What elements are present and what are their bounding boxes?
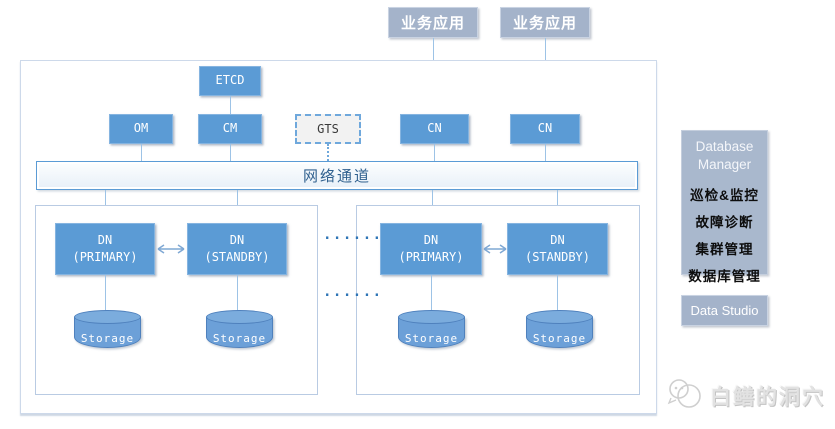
data-studio-box: Data Studio: [681, 295, 768, 326]
cm-box: CM: [198, 114, 262, 144]
storage-label: Storage: [80, 332, 135, 345]
dn-primary-2-line2: (PRIMARY): [398, 250, 464, 264]
connector-dn2p-storage: [431, 275, 432, 311]
gts-box: GTS: [295, 114, 361, 144]
dn-primary-2-line1: DN: [423, 232, 439, 247]
connector-dn1s-storage: [237, 275, 238, 311]
cylinder-top: [398, 310, 465, 324]
separator-dots-bottom: ......: [323, 284, 383, 300]
connector-etcd-cm: [230, 96, 231, 114]
bidirectional-arrow-icon-1: [157, 244, 185, 254]
dn-primary-1-line2: (PRIMARY): [72, 250, 138, 264]
cylinder-top: [74, 310, 141, 324]
connector-dn1p-storage: [105, 275, 106, 311]
connector-cn2-bar: [545, 144, 546, 161]
cylinder-top: [526, 310, 593, 324]
db-manager-title: Database Manager: [695, 139, 754, 172]
connector-gts-bar: [327, 144, 329, 161]
cn-box-2: CN: [510, 114, 580, 144]
dbm-item-database-management: 数据库管理: [688, 269, 761, 285]
dbm-item-cluster-management: 集群管理: [695, 242, 754, 258]
storage-cylinder-1a: Storage: [74, 310, 141, 348]
dn-standby-2-line1: DN: [550, 232, 565, 247]
storage-cylinder-2a: Storage: [398, 310, 465, 348]
storage-label: Storage: [404, 332, 459, 345]
watermark-logo-icon: [667, 379, 701, 408]
cn-box-1: CN: [400, 114, 469, 144]
storage-cylinder-2b: Storage: [526, 310, 593, 348]
db-manager-items: 巡检&监控 故障诊断 集群管理 数据库管理: [682, 184, 767, 285]
db-manager-panel: Database Manager 巡检&监控 故障诊断 集群管理 数据库管理: [681, 130, 768, 284]
etcd-box: ETCD: [199, 66, 261, 96]
dn-primary-box-1: DN (PRIMARY): [55, 223, 155, 275]
network-channel-bar: 网络通道: [36, 161, 638, 190]
om-box: OM: [109, 114, 173, 144]
dn-standby-1-line2: (STANDBY): [204, 250, 270, 264]
storage-cylinder-1b: Storage: [206, 310, 273, 348]
bidirectional-arrow-icon-2: [483, 244, 507, 254]
dn-standby-1-line1: DN: [229, 232, 245, 247]
business-app-box-2: 业务应用: [500, 7, 590, 38]
storage-label: Storage: [532, 332, 587, 345]
dn-primary-1-line1: DN: [97, 232, 113, 247]
dbm-item-fault-diagnosis: 故障诊断: [695, 215, 754, 231]
connector-om-bar: [141, 144, 142, 161]
watermark-text: 白鳝的洞穴: [710, 386, 825, 409]
connector-dn2s-storage: [557, 275, 558, 311]
dbm-item-inspection-monitoring: 巡检&监控: [690, 188, 759, 204]
dn-primary-box-2: DN (PRIMARY): [380, 223, 482, 275]
separator-dots-top: ......: [323, 227, 383, 243]
dn-standby-box-1: DN (STANDBY): [187, 223, 287, 275]
connector-cn1-bar: [434, 144, 435, 161]
connector-cm-bar: [230, 144, 231, 161]
business-app-box-1: 业务应用: [388, 7, 478, 38]
dn-standby-2-line2: (STANDBY): [524, 250, 591, 264]
cylinder-top: [206, 310, 273, 324]
dn-standby-box-2: DN (STANDBY): [507, 223, 608, 275]
storage-label: Storage: [212, 332, 267, 345]
